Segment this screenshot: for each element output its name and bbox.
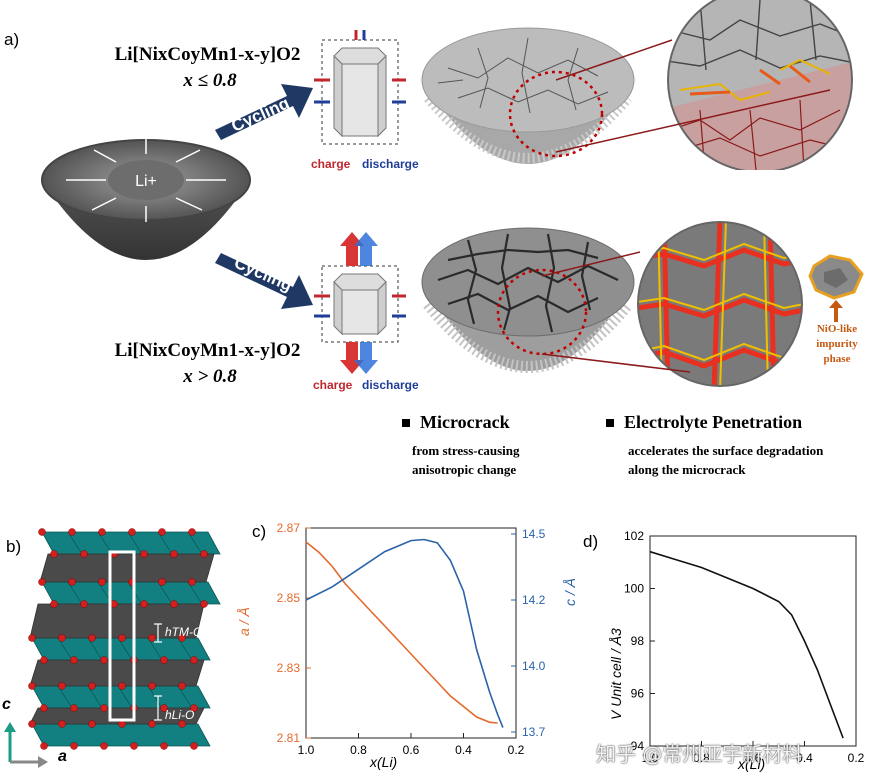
bottom-condition: x > 0.8 [183, 366, 237, 387]
y-left-tick-label: 2.81 [277, 731, 301, 745]
x-tick-label: 0.4 [455, 743, 472, 757]
bullet-electrolyte-desc-2: along the microcrack [628, 462, 746, 477]
y-left-tick-label: 2.85 [277, 591, 301, 605]
axis-a-label: a [58, 748, 67, 765]
panel-d-label: d) [583, 532, 599, 551]
top-condition: x ≤ 0.8 [183, 70, 237, 91]
y-right-tick-label: 14.5 [522, 527, 546, 541]
cycling-arrow-bottom: Cycling [215, 253, 313, 309]
x-tick-label: 0.2 [848, 751, 865, 765]
h-li-o-label: hLi-O [165, 708, 195, 722]
y-tick-label: 100 [624, 582, 644, 596]
bullet-square-icon [402, 418, 410, 427]
bullet-electrolyte: Electrolyte Penetration accelerates the … [606, 412, 872, 479]
impurity-line-2: impurity [816, 338, 858, 350]
bullet-microcrack-desc-1: from stress-causing [412, 443, 520, 458]
top-formula-text: Li[NixCoyMn1-x-y]O2 [114, 44, 301, 65]
bullet-microcrack-desc-2: anisotropic change [412, 462, 517, 477]
y-tick-label: 102 [624, 529, 644, 543]
lattice-parameter-chart: 1.0 0.8 0.6 0.4 0.2 2.87 2.85 2.83 2.81 14.5 14.… [277, 521, 546, 757]
y-tick-label: 96 [631, 687, 645, 701]
unit-cell-bottom [314, 232, 406, 374]
axis-indicator-icon [4, 722, 48, 768]
axis-c-label: c [2, 696, 11, 713]
discharge-label-bottom: discharge [362, 378, 419, 392]
top-formula: Li[NixCoyMn1-x-y]O2 [100, 44, 315, 66]
bullet-microcrack: Microcrack from stress-causing anisotrop… [402, 412, 602, 479]
chart-d-xlabel: x(Li) [738, 756, 766, 772]
zoom-circle-bottom [637, 221, 803, 387]
x-tick-label: 1.0 [642, 751, 659, 765]
x-tick-label: 0.6 [403, 743, 420, 757]
x-tick-label: 0.2 [508, 743, 525, 757]
charge-label-bottom: charge [313, 378, 353, 392]
bullet-electrolyte-title: Electrolyte Penetration [624, 412, 803, 432]
bullet-square-icon [606, 418, 614, 427]
chart-c-xlabel: x(Li) [370, 754, 398, 770]
impurity-fragment [808, 254, 864, 300]
y-tick-label: 94 [631, 739, 645, 753]
x-tick-label: 0.4 [796, 751, 813, 765]
particle-hemisphere: Li+ [41, 138, 251, 260]
x-tick-label: 0.8 [350, 743, 367, 757]
unit-cell-top [314, 30, 406, 145]
impurity-label: NiO-like impurity phase [808, 322, 866, 367]
impurity-line-3: phase [823, 353, 851, 365]
crystal-structure [28, 528, 221, 750]
x-tick-label: 1.0 [298, 743, 315, 757]
bottom-formula: Li[NixCoyMn1-x-y]O2 [100, 340, 315, 362]
chart-c-yright-label: c / Å [562, 577, 578, 606]
zoom-connectors [541, 39, 831, 373]
series-a-line [305, 541, 498, 724]
bullet-electrolyte-desc-1: accelerates the surface degradation [628, 443, 824, 458]
li-plus-label: Li+ [135, 173, 157, 190]
x-tick-label: 0.8 [693, 751, 710, 765]
chart-d-ylabel: V Unit cell / Å3 [608, 628, 624, 720]
panel-c-label: c) [252, 522, 267, 541]
x-tick-label: 0.6 [745, 751, 762, 765]
panel-a-label: a) [4, 30, 20, 49]
y-right-tick-label: 14.0 [522, 659, 546, 673]
volume-line [649, 550, 844, 739]
impurity-arrow-icon [829, 300, 843, 322]
series-c-line [305, 538, 504, 728]
impurity-line-1: NiO-like [816, 323, 858, 335]
h-tm-o-label: hTM-O [165, 625, 203, 639]
discharge-label-top: discharge [362, 157, 419, 171]
chart-c-yleft-label: a / Å [236, 607, 252, 636]
y-right-tick-label: 13.7 [522, 725, 546, 739]
zoom-circle-top [667, 0, 853, 170]
y-left-tick-label: 2.83 [277, 661, 301, 675]
bullet-microcrack-title: Microcrack [420, 412, 510, 432]
y-tick-label: 98 [631, 634, 645, 648]
cracked-particle-bottom [421, 227, 635, 373]
bottom-formula-text: Li[NixCoyMn1-x-y]O2 [114, 340, 301, 361]
cycling-arrow-top: Cycling [215, 84, 313, 140]
unit-cell-volume-chart: 1.0 0.8 0.6 0.4 0.2 102 100 98 96 94 [624, 529, 865, 765]
charge-label-top: charge [311, 157, 351, 171]
y-right-tick-label: 14.2 [522, 593, 546, 607]
y-left-tick-label: 2.87 [277, 521, 301, 535]
cracked-particle-top [421, 27, 635, 164]
watermark: 知乎 @常州亚宇新材料 [596, 742, 803, 766]
panel-b-label: b) [6, 537, 22, 556]
